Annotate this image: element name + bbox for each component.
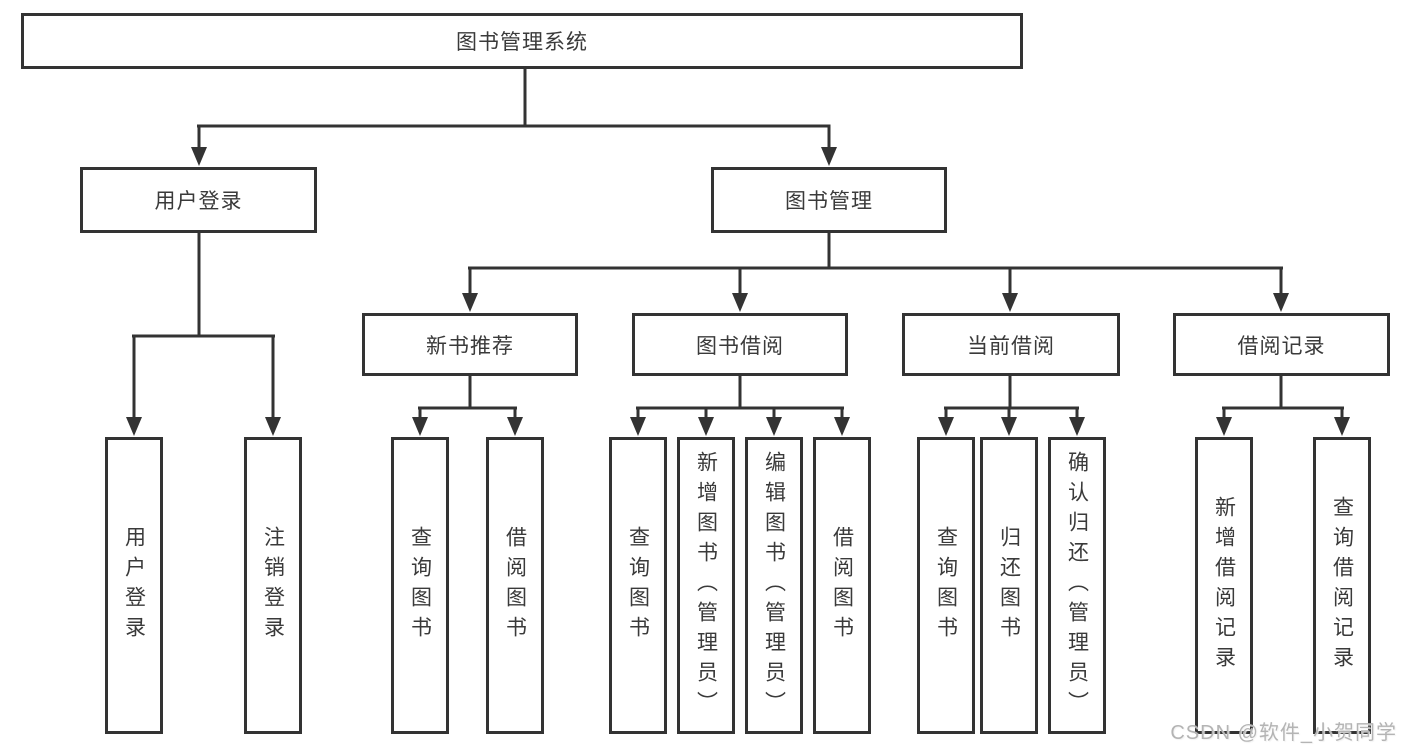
connector-new-rec-to-leaves xyxy=(412,376,523,436)
connector-current-borrow-to-leaves xyxy=(938,376,1085,436)
leaf-user-login: 用户登录 xyxy=(105,437,163,734)
leaf-rec-query-books: 查询图书 xyxy=(391,437,449,734)
node-borrowing-records: 借阅记录 xyxy=(1173,313,1390,376)
node-current-borrowing-label: 当前借阅 xyxy=(967,334,1055,358)
node-book-management-label: 图书管理 xyxy=(785,190,873,213)
connector-user-login-to-leaves xyxy=(126,233,281,436)
leaf-rec-query-books-label: 查询图书 xyxy=(408,525,432,646)
node-library-management-system-label: 图书管理系统 xyxy=(456,31,588,54)
node-current-borrowing: 当前借阅 xyxy=(902,313,1120,376)
connector-book-borrow-to-leaves xyxy=(630,376,850,436)
node-new-book-recommendation: 新书推荐 xyxy=(362,313,578,376)
leaf-bb-borrow-books: 借阅图书 xyxy=(813,437,871,734)
leaf-bb-borrow-books-label: 借阅图书 xyxy=(830,525,854,646)
connector-root-to-level2 xyxy=(191,69,837,166)
connector-borrow-record-to-leaves xyxy=(1216,376,1350,436)
watermark: CSDN @软件_小贺同学 xyxy=(1170,722,1397,744)
leaf-bb-add-books-admin-label: 新增图书（管理员） xyxy=(694,450,718,721)
leaf-cb-query-books-label: 查询图书 xyxy=(934,525,958,646)
connector-book-mgmt-to-level3 xyxy=(462,233,1289,312)
leaf-br-add-borrow-record: 新增借阅记录 xyxy=(1195,437,1253,734)
leaf-cb-confirm-return-admin-label: 确认归还（管理员） xyxy=(1065,450,1089,721)
leaf-cb-query-books: 查询图书 xyxy=(917,437,975,734)
node-user-login-label: 用户登录 xyxy=(154,190,243,213)
node-user-login: 用户登录 xyxy=(80,167,317,233)
node-borrowing-records-label: 借阅记录 xyxy=(1237,334,1326,358)
leaf-cb-return-books-label: 归还图书 xyxy=(997,525,1021,646)
leaf-br-query-borrow-record: 查询借阅记录 xyxy=(1313,437,1371,734)
node-new-book-recommendation-label: 新书推荐 xyxy=(426,334,514,358)
leaf-bb-edit-books-admin-label: 编辑图书（管理员） xyxy=(762,450,786,721)
node-book-borrowing-label: 图书借阅 xyxy=(696,334,784,358)
leaf-rec-borrow-books: 借阅图书 xyxy=(486,437,544,734)
leaf-bb-query-books-label: 查询图书 xyxy=(626,525,650,646)
leaf-cb-return-books: 归还图书 xyxy=(980,437,1038,734)
leaf-logout: 注销登录 xyxy=(244,437,302,734)
leaf-bb-add-books-admin: 新增图书（管理员） xyxy=(677,437,735,734)
node-library-management-system: 图书管理系统 xyxy=(21,13,1023,69)
leaf-bb-edit-books-admin: 编辑图书（管理员） xyxy=(745,437,803,734)
leaf-bb-query-books: 查询图书 xyxy=(609,437,667,734)
leaf-rec-borrow-books-label: 借阅图书 xyxy=(503,525,527,646)
leaf-logout-label: 注销登录 xyxy=(261,525,285,646)
leaf-br-add-borrow-record-label: 新增借阅记录 xyxy=(1212,495,1236,676)
leaf-br-query-borrow-record-label: 查询借阅记录 xyxy=(1330,495,1354,676)
leaf-cb-confirm-return-admin: 确认归还（管理员） xyxy=(1048,437,1106,734)
leaf-user-login-label: 用户登录 xyxy=(122,525,146,646)
node-book-management: 图书管理 xyxy=(711,167,947,233)
node-book-borrowing: 图书借阅 xyxy=(632,313,848,376)
